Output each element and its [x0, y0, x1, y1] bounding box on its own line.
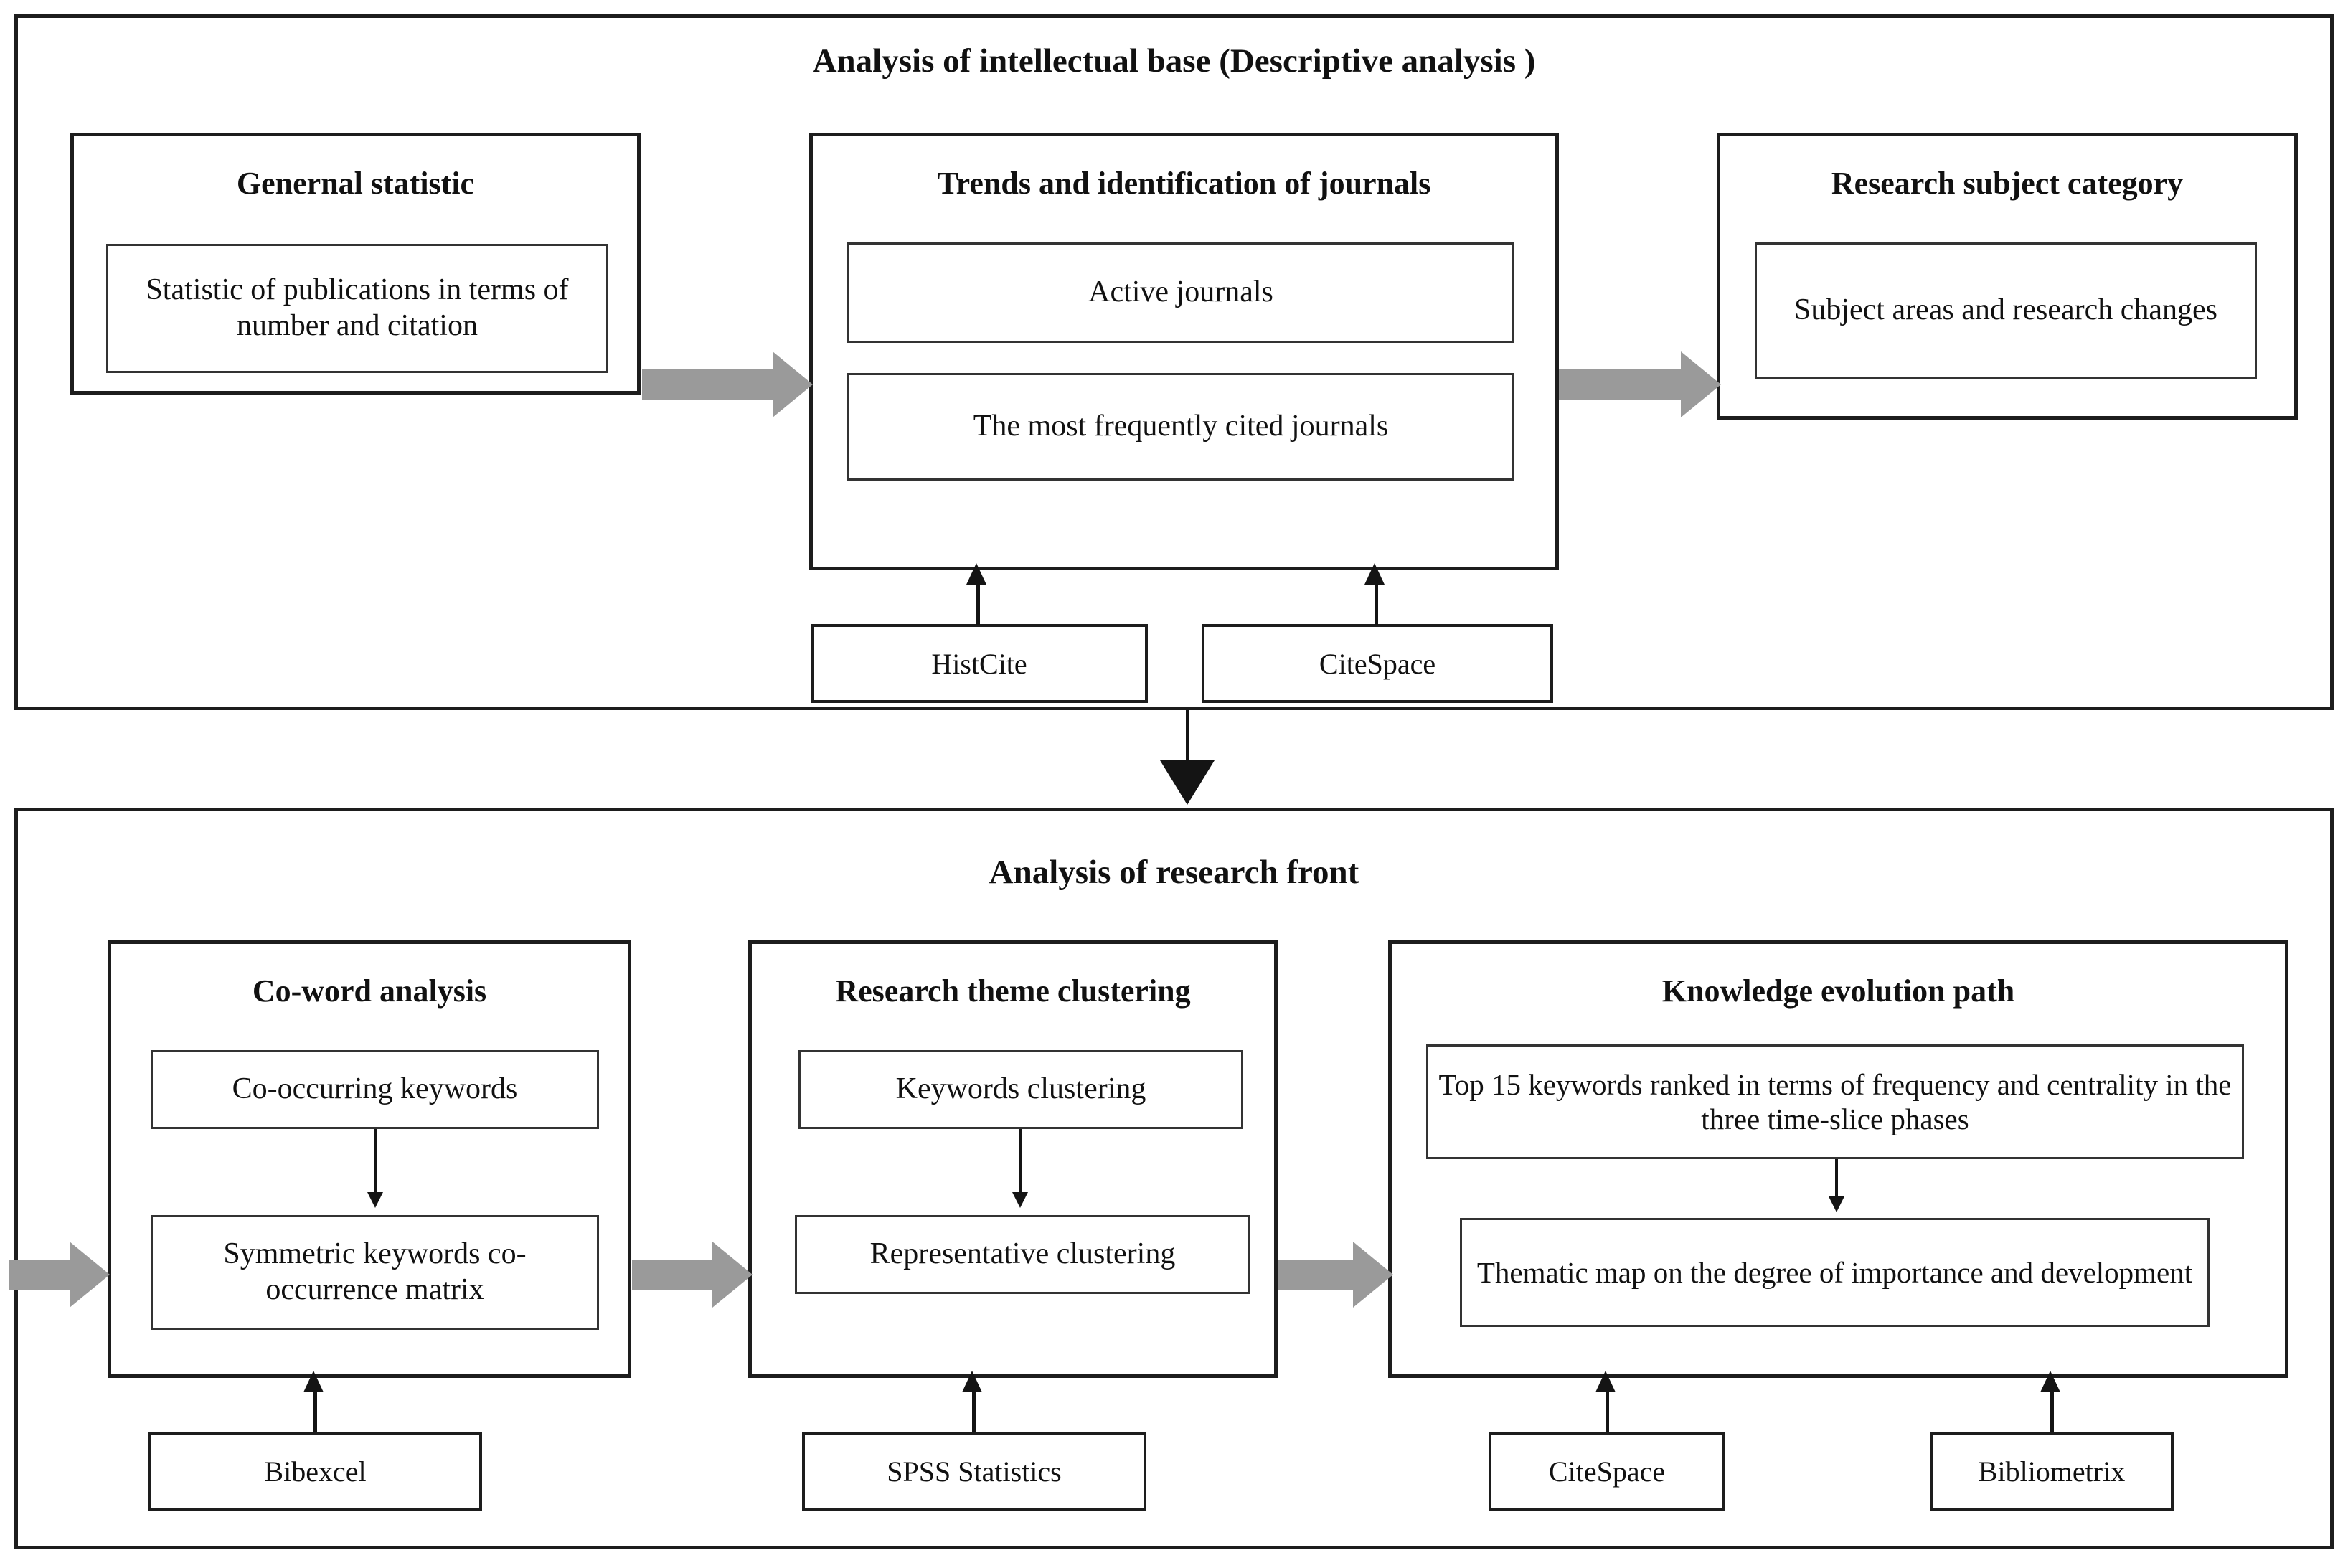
section-research-front: Analysis of research front Co-word analy… [9, 808, 2334, 1549]
section-title-research-front: Analysis of research front [989, 854, 1359, 891]
group-title-general-statistic: Genernal statistic [236, 166, 475, 201]
group-research-subject-category: Research subject category Subject areas … [1717, 133, 2298, 420]
flow-arrow-trends-to-subject [1559, 351, 1721, 417]
arrow-up-spss [962, 1371, 982, 1392]
group-co-word-analysis: Co-word analysis Co-occurring keywords S… [108, 940, 631, 1378]
connector-top-to-bottom [1186, 710, 1189, 764]
connector-bibexcel [313, 1384, 317, 1432]
item-representative-clustering: Representative clustering [795, 1215, 1250, 1294]
item-thematic-map: Thematic map on the degree of importance… [1460, 1218, 2210, 1327]
arrow-down-co-occurring-to-matrix [367, 1192, 383, 1208]
tool-histcite: HistCite [811, 624, 1148, 703]
group-title-trends-journals: Trends and identification of journals [937, 166, 1431, 201]
arrow-up-bibliometrix [2040, 1371, 2060, 1392]
section-intellectual-base: Analysis of intellectual base (Descripti… [14, 14, 2334, 710]
item-top-15-keywords: Top 15 keywords ranked in terms of frequ… [1426, 1044, 2244, 1159]
flow-arrow-coword-to-clustering [632, 1242, 753, 1308]
item-subject-areas-and-research-changes: Subject areas and research changes [1755, 242, 2257, 379]
group-general-statistic: Genernal statistic Statistic of publicat… [70, 133, 641, 395]
tool-citespace-top: CiteSpace [1202, 624, 1553, 703]
item-most-frequently-cited-journals: The most frequently cited journals [847, 373, 1514, 481]
connector-citespace-top [1375, 576, 1378, 625]
flow-arrow-general-to-trends [642, 351, 813, 417]
item-statistic-of-publications: Statistic of publications in terms of nu… [106, 244, 608, 373]
connector-bibliometrix [2050, 1384, 2054, 1432]
group-title-co-word-analysis: Co-word analysis [252, 973, 487, 1009]
group-title-knowledge-evolution-path: Knowledge evolution path [1661, 973, 2015, 1009]
connector-co-occurring-to-matrix [374, 1129, 377, 1199]
tool-citespace-bottom: CiteSpace [1489, 1432, 1725, 1511]
item-active-journals: Active journals [847, 242, 1514, 343]
connector-citespace-bottom [1606, 1384, 1609, 1432]
tool-spss-statistics: SPSS Statistics [802, 1432, 1146, 1511]
group-research-theme-clustering: Research theme clustering Keywords clust… [748, 940, 1278, 1378]
group-knowledge-evolution-path: Knowledge evolution path Top 15 keywords… [1388, 940, 2288, 1378]
arrow-up-bibexcel [303, 1371, 324, 1392]
arrow-down-top-to-bottom [1160, 760, 1215, 805]
flow-arrow-clustering-to-evolution [1278, 1242, 1393, 1308]
arrow-down-keywords-to-representative [1012, 1192, 1028, 1208]
flow-arrow-entry-left [9, 1242, 110, 1308]
connector-histcite [976, 576, 980, 625]
connector-keywords-to-representative [1019, 1129, 1022, 1199]
arrow-up-histcite [966, 563, 986, 585]
arrow-up-citespace-top [1364, 563, 1385, 585]
group-title-research-theme-clustering: Research theme clustering [835, 973, 1191, 1009]
connector-spss [972, 1384, 976, 1432]
item-symmetric-keywords-matrix: Symmetric keywords co-occurrence matrix [151, 1215, 599, 1330]
group-title-research-subject-category: Research subject category [1831, 166, 2184, 201]
connector-top15-to-thematic [1835, 1159, 1838, 1204]
arrow-up-citespace-bottom [1595, 1371, 1616, 1392]
tool-bibliometrix: Bibliometrix [1930, 1432, 2174, 1511]
tool-bibexcel: Bibexcel [148, 1432, 482, 1511]
group-trends-journals: Trends and identification of journals Ac… [809, 133, 1559, 570]
item-keywords-clustering: Keywords clustering [798, 1050, 1243, 1129]
item-co-occurring-keywords: Co-occurring keywords [151, 1050, 599, 1129]
section-title-intellectual-base: Analysis of intellectual base (Descripti… [812, 42, 1536, 80]
arrow-down-top15-to-thematic [1829, 1196, 1844, 1212]
